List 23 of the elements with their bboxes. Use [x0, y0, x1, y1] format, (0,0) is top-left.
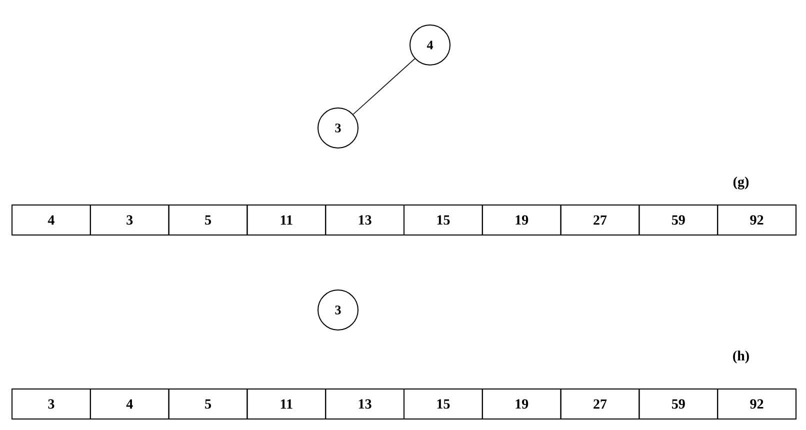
array-cell: 11: [246, 204, 326, 236]
array-cell: 13: [325, 388, 404, 420]
step-label: (g): [733, 176, 749, 190]
array-cell: 19: [482, 388, 562, 420]
array-cell: 4: [12, 204, 91, 236]
tree-edge: [352, 58, 416, 115]
array-cell: 11: [246, 388, 326, 420]
array-cell: 15: [404, 204, 483, 236]
array-cell: 27: [560, 388, 640, 420]
array-cell: 92: [717, 388, 796, 420]
array-cell: 19: [482, 204, 562, 236]
array-cell: 15: [404, 388, 483, 420]
array-cell: 92: [717, 204, 796, 236]
array-cell: 13: [325, 204, 404, 236]
array-cell: 5: [168, 204, 248, 236]
step-label: (h): [733, 350, 749, 364]
array-cell: 5: [168, 388, 248, 420]
array-cell: 27: [560, 204, 640, 236]
array-cell: 59: [638, 204, 718, 236]
array-cell: 3: [12, 388, 91, 420]
array-cell: 3: [90, 204, 170, 236]
array-cell: 4: [90, 388, 170, 420]
array-cell: 59: [638, 388, 718, 420]
